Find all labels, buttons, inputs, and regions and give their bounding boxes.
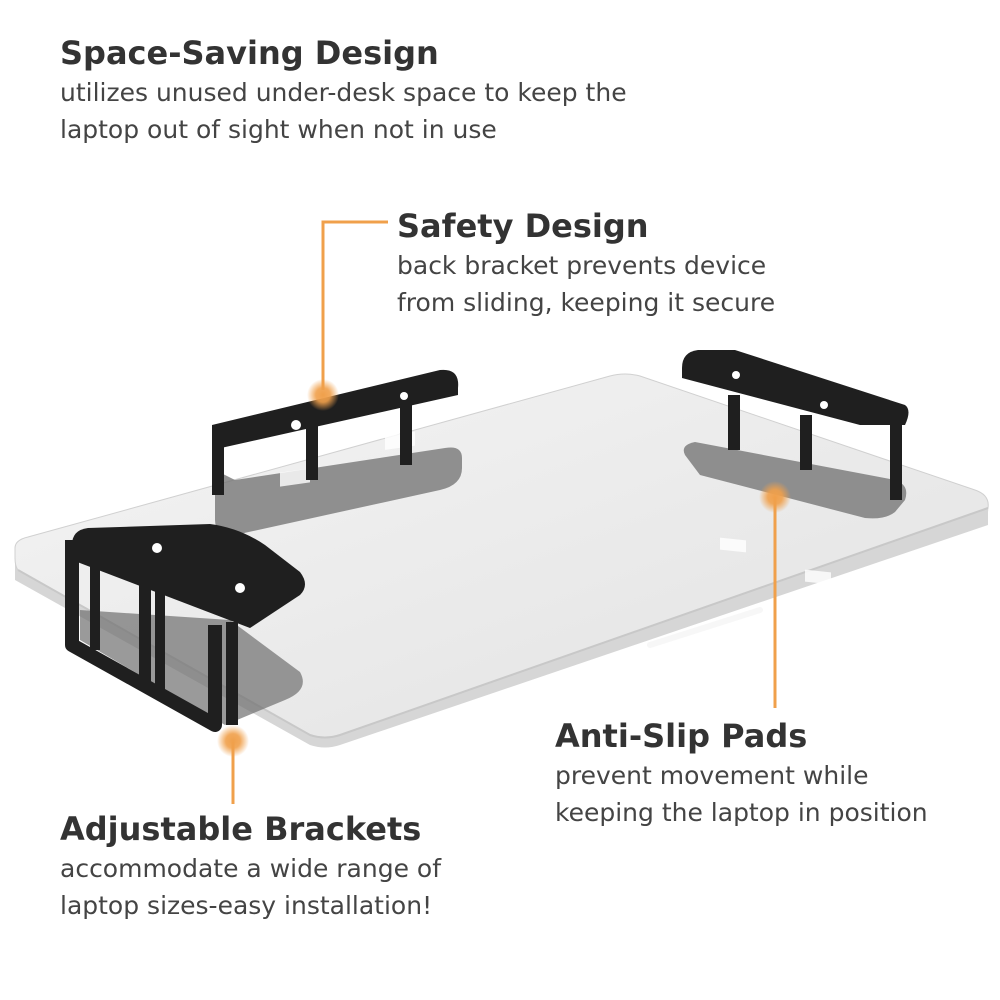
back-bracket-right — [682, 350, 909, 585]
callout-dot-safety — [307, 379, 339, 411]
feature-brackets: Adjustable Brackets accommodate a wide r… — [60, 810, 441, 924]
feature-title: Anti-Slip Pads — [555, 717, 808, 755]
feature-desc-line: back bracket prevents device — [397, 251, 767, 280]
feature-desc-line: accommodate a wide range of — [60, 854, 442, 883]
feature-desc-line: laptop sizes-easy installation! — [60, 891, 433, 920]
feature-title: Adjustable Brackets — [60, 810, 422, 848]
front-bracket — [65, 524, 305, 732]
feature-space-saving: Space-Saving Design utilizes unused unde… — [60, 34, 627, 148]
feature-desc-line: utilizes unused under-desk space to keep… — [60, 78, 627, 107]
callout-dot-anti-slip — [759, 481, 791, 513]
feature-title: Space-Saving Design — [60, 34, 439, 72]
feature-desc-line: prevent movement while — [555, 761, 869, 790]
feature-safety: Safety Design back bracket prevents devi… — [397, 207, 775, 321]
feature-title: Safety Design — [397, 207, 649, 245]
feature-desc-line: from sliding, keeping it secure — [397, 288, 776, 317]
back-bracket-left — [212, 369, 462, 535]
feature-desc-line: laptop out of sight when not in use — [60, 115, 497, 144]
callout-dot-brackets — [217, 725, 249, 757]
feature-desc-line: keeping the laptop in position — [555, 798, 928, 827]
feature-anti-slip: Anti-Slip Pads prevent movement while ke… — [555, 717, 928, 831]
